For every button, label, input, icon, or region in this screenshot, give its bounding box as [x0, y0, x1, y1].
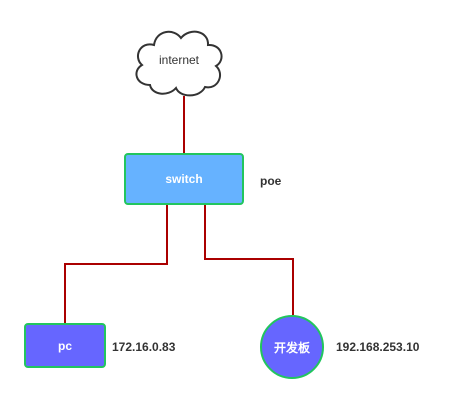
switch-note: poe — [260, 174, 282, 188]
link-switch-pc — [64, 205, 168, 323]
internet-label: internet — [158, 53, 200, 67]
internet-cloud-icon — [135, 30, 223, 97]
pc-label: pc — [57, 338, 72, 353]
link-switch-board — [204, 205, 294, 315]
pc-node[interactable]: pc — [24, 323, 106, 368]
switch-node[interactable]: switch — [124, 153, 244, 205]
board-ip-label: 192.168.253.10 — [336, 340, 420, 354]
pc-ip-label: 172.16.0.83 — [112, 340, 176, 354]
board-label: 开发板 — [273, 340, 310, 355]
switch-label: switch — [165, 172, 203, 186]
board-node[interactable]: 开发板 — [260, 315, 324, 379]
